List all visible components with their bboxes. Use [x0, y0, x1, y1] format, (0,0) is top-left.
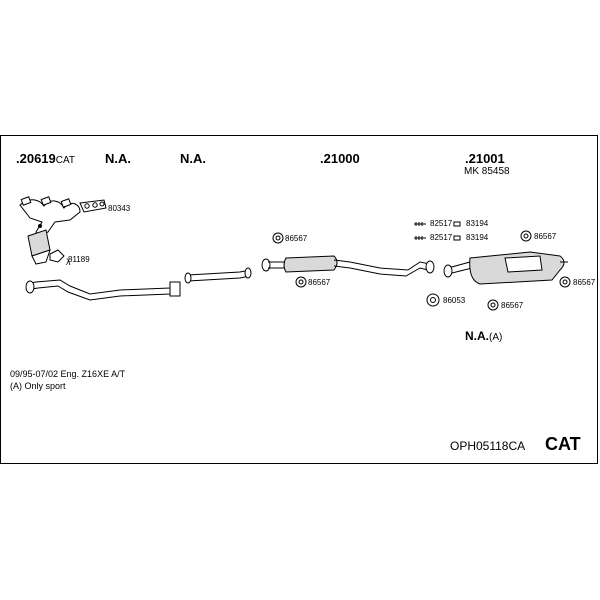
- part-rubber-mount: 86053: [443, 296, 466, 305]
- clamp-icons: [272, 230, 571, 311]
- option-note: (A) Only sport: [10, 381, 66, 391]
- kit-type: CAT: [545, 434, 581, 454]
- part-front-clamp-bottom: 86567: [308, 278, 331, 287]
- header-intermediate-pipe: N.A.: [180, 151, 206, 166]
- rear-note-suffix: (A): [489, 332, 503, 343]
- rear-silencer-note: N.A.(A): [465, 330, 502, 343]
- rear-note-label: N.A.: [465, 329, 489, 343]
- part-rear-clamp-right: 86567: [573, 278, 596, 287]
- application-info: 09/95-07/02 Eng. Z16XE A/T: [10, 369, 126, 379]
- part-front-clamp-top: 86567: [285, 234, 308, 243]
- mounting-kit-label: MK 85458: [464, 167, 510, 177]
- bolt-icons: [414, 222, 426, 240]
- mounting-kit-prefix: MK: [464, 166, 479, 177]
- mounting-kit-number: 85458: [481, 166, 510, 177]
- part-manifold-gasket: 80343: [108, 204, 131, 213]
- header-center-silencer: .21000: [320, 151, 360, 166]
- lambda-sensor-label: λ: [66, 257, 71, 267]
- part-rear-clamp-bottom: 86567: [501, 301, 524, 310]
- header-front-pipe: N.A.: [105, 151, 131, 166]
- rear-silencer-drawing: [443, 251, 568, 285]
- diagram-frame: [0, 135, 598, 464]
- header-cat-number: .20619: [16, 151, 56, 166]
- part-ring-gasket: 81189: [68, 255, 90, 264]
- part-nut-bottom: 83194: [466, 233, 489, 242]
- intermediate-pipe-drawing: [184, 267, 252, 284]
- rubber-mount-icon: [426, 293, 440, 307]
- front-pipe-drawing: [25, 279, 181, 301]
- catalytic-converter-drawing: [19, 196, 81, 265]
- header-catalytic-converter: .20619CAT: [16, 152, 75, 166]
- kit-code: OPH05118CA: [450, 439, 526, 453]
- part-bolt-top: 82517: [430, 219, 453, 228]
- header-rear-silencer: .21001: [465, 151, 505, 166]
- center-silencer-drawing: [261, 255, 435, 277]
- part-bolt-bottom: 82517: [430, 233, 453, 242]
- nut-icons: [453, 221, 461, 241]
- manifold-gasket-drawing: [79, 199, 107, 213]
- part-rear-clamp-top: 86567: [534, 232, 557, 241]
- part-nut-top: 83194: [466, 219, 489, 228]
- header-cat-suffix: CAT: [55, 155, 76, 166]
- ring-gasket-drawing: [49, 249, 65, 263]
